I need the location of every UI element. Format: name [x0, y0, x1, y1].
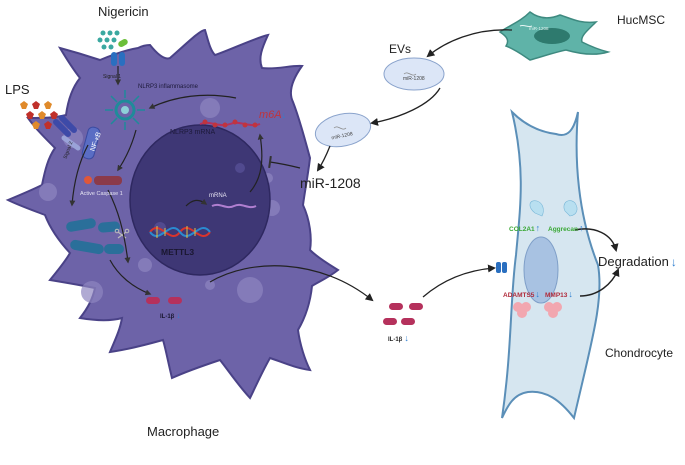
nlrp3-inflammasome — [105, 90, 145, 130]
il1b-outside-down-arrow: ↓ — [404, 333, 409, 343]
label-mmp13: MMP13↓ — [545, 289, 573, 299]
label-lps: LPS — [5, 82, 30, 97]
chondrocyte-nucleus — [523, 236, 559, 304]
m6a-label-group: m6A↓ — [259, 109, 286, 121]
label-chondrocyte: Chondrocyte — [605, 346, 673, 360]
label-nigericin: Nigericin — [98, 4, 149, 19]
label-mir-ev1: miR-1208 — [403, 76, 425, 82]
label-macrophage: Macrophage — [147, 424, 219, 439]
label-aggrecan: Aggrecan↑ — [548, 223, 583, 233]
ev-vesicle-1 — [383, 57, 445, 91]
il1b-to-chondrocyte-arrow — [422, 264, 496, 298]
label-adamts5: ADAMTS5↓ — [503, 289, 540, 299]
hucmsc-cell — [498, 11, 611, 61]
adamts5-down-arrow: ↓ — [535, 289, 540, 299]
mrna-strand-nucleus — [211, 203, 257, 209]
il1b-protein-outside — [383, 303, 423, 325]
label-mir1208: miR-1208 — [300, 175, 361, 191]
nigericin-molecules — [97, 30, 128, 50]
label-col2a1: COL2A1↑ — [509, 223, 540, 233]
label-il1b-outside: IL-1β↓ — [388, 333, 409, 343]
nfkb-box — [81, 126, 101, 160]
label-degradation: Degradation↓ — [598, 254, 677, 269]
label-il1b-inside: IL-1β↓ — [160, 311, 180, 320]
degradation-arrows — [574, 228, 620, 297]
m6a-down-arrow: ↓ — [282, 110, 287, 120]
label-evs: EVs — [389, 42, 411, 56]
macrophage-arrows — [69, 94, 374, 302]
nigericin-receptor — [111, 52, 125, 86]
label-active-caspase1: Active Caspase 1 — [80, 191, 123, 197]
col2a1-up-arrow: ↑ — [536, 223, 541, 233]
chondrocyte-cell — [501, 108, 601, 421]
aggrecan-up-arrow: ↑ — [579, 223, 584, 233]
label-mir-ev2: miR-1208 — [331, 131, 354, 141]
active-caspase1-protein — [84, 176, 122, 185]
il1b-protein-inside — [146, 297, 182, 304]
pro-il1b-proteins — [66, 218, 124, 255]
ev-vesicle-2 — [314, 112, 372, 148]
label-signal2: Signal 2 — [63, 141, 75, 160]
label-mettl3: METTL3 — [161, 247, 194, 257]
col2a1-protein — [529, 200, 544, 217]
aggrecan-protein — [563, 200, 578, 217]
scissors-icon — [114, 228, 130, 239]
ev-arrows — [316, 29, 513, 172]
tlr-receptor — [53, 115, 81, 151]
degradation-down-arrow: ↓ — [671, 255, 677, 269]
label-nlrp3-mrna: NLRP3 mRNA — [170, 129, 215, 136]
nlrp3-mrna-strand — [199, 119, 261, 128]
label-hucmsc: HucMSC — [617, 13, 665, 27]
chondrocyte-receptor — [496, 262, 507, 273]
il1b-inside-down-arrow: ↓ — [176, 311, 180, 320]
adamts5-protein — [513, 302, 531, 318]
lps-molecules — [20, 101, 58, 129]
label-signal1: Signal 1 — [103, 74, 121, 80]
label-mrna: mRNA — [209, 193, 227, 199]
label-mir-in-msc: miR-1208 — [529, 26, 549, 31]
nucleus — [129, 124, 271, 276]
label-m6a: m6A↓ — [259, 109, 286, 121]
mmp13-protein — [544, 302, 562, 318]
mmp13-down-arrow: ↓ — [568, 289, 573, 299]
dna-helix-icon — [149, 226, 211, 238]
macrophage-cell — [5, 28, 340, 400]
label-nlrp3-inflammasome: NLRP3 inflammasome — [138, 84, 199, 90]
